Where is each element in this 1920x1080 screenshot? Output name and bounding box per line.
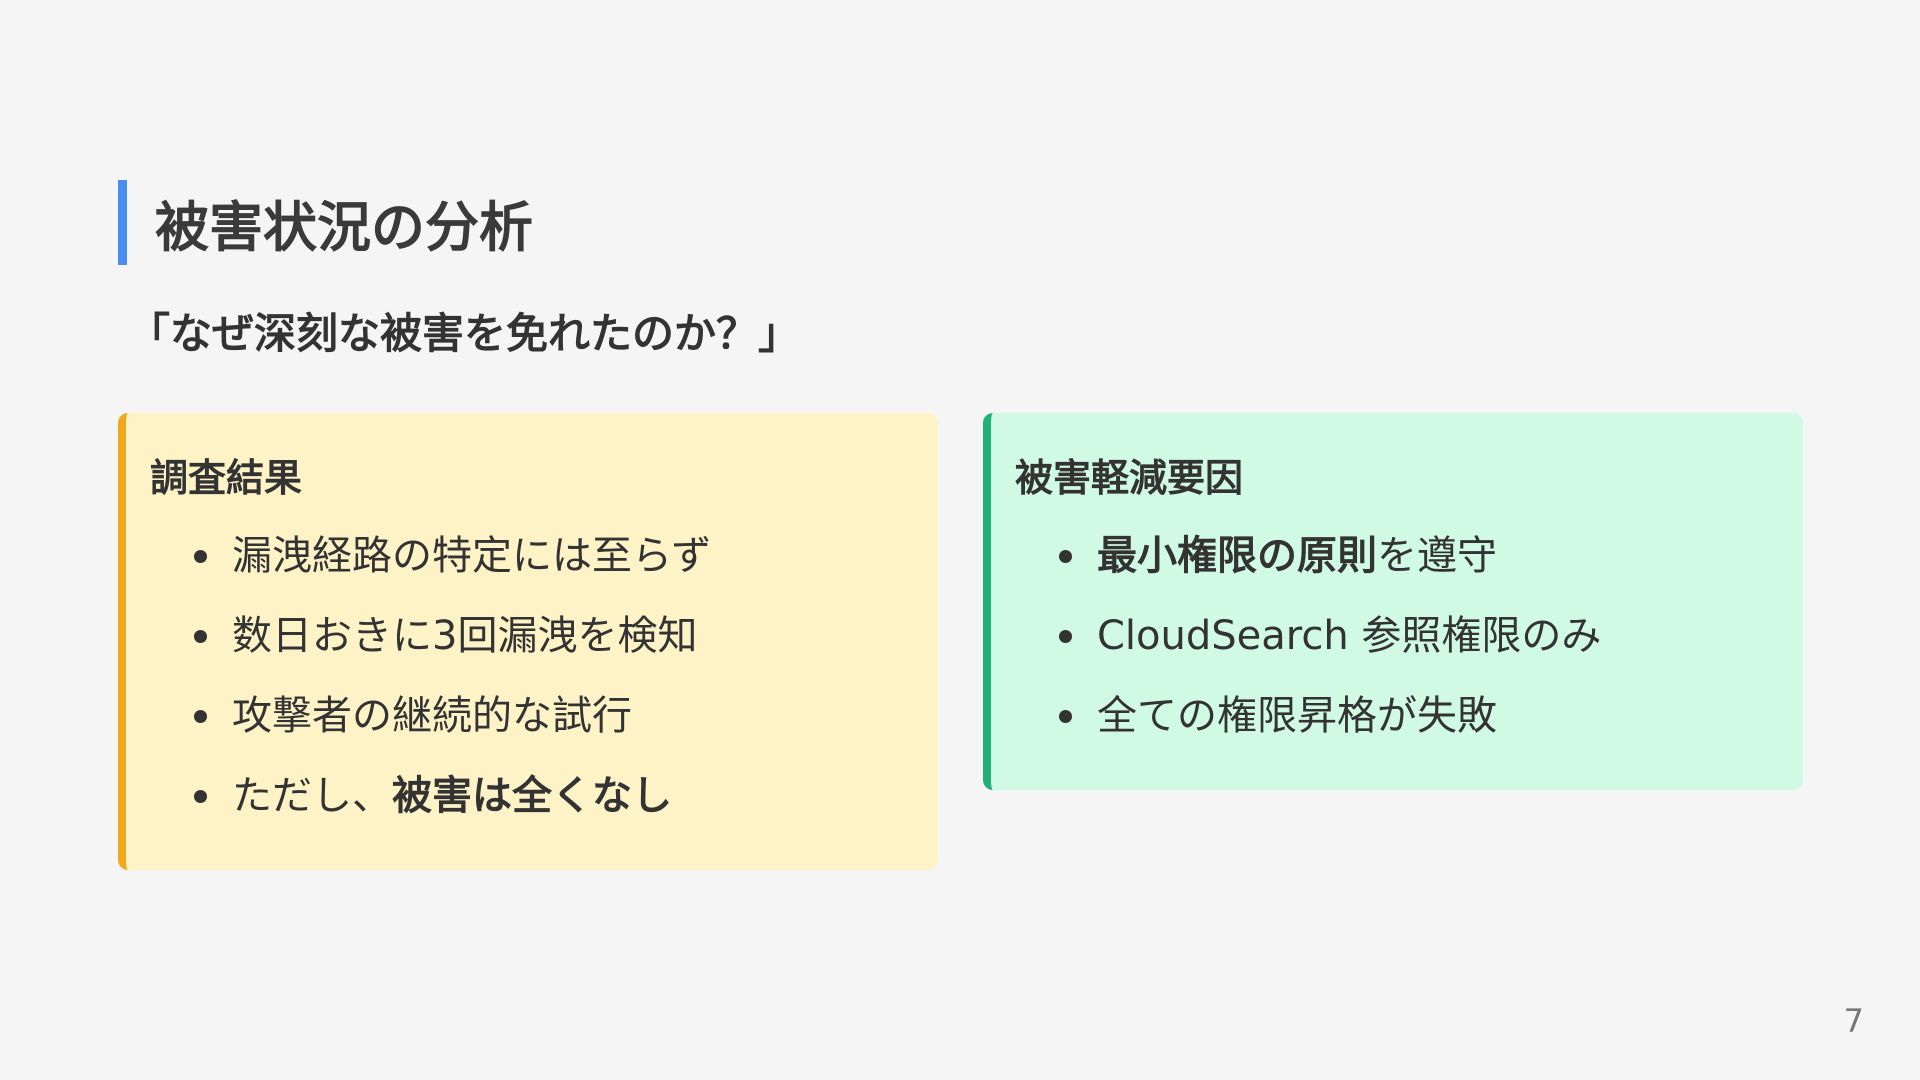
list-item: 数日おきに3回漏洩を検知 (194, 596, 914, 676)
subtitle: 「なぜ深刻な被害を免れたのか？」 (128, 309, 801, 358)
bullet-icon (194, 710, 207, 723)
title-accent-bar (118, 180, 127, 265)
page-number: 7 (1843, 1002, 1864, 1040)
list-item-text: CloudSearch 参照権限のみ (1097, 613, 1602, 659)
list-item: 全ての権限昇格が失敗 (1059, 676, 1779, 756)
bullet-icon (194, 790, 207, 803)
list-item: 最小権限の原則を遵守 (1059, 516, 1779, 596)
bullet-icon (1059, 710, 1072, 723)
list-item-text: 全ての権限昇格が失敗 (1097, 693, 1497, 739)
bullet-icon (1059, 550, 1072, 563)
list-item: ただし、被害は全くなし (194, 756, 914, 836)
list-item-text: ただし、 (232, 773, 392, 819)
page-title: 被害状況の分析 (155, 196, 533, 259)
list-item-text: 漏洩経路の特定には至らず (232, 533, 712, 579)
list-item-emphasis: 最小権限の原則 (1097, 533, 1377, 579)
card-heading: 調査結果 (150, 456, 303, 500)
list-item-emphasis: 被害は全くなし (392, 773, 672, 819)
list-item-text: 攻撃者の継続的な試行 (232, 693, 632, 739)
list-item: 攻撃者の継続的な試行 (194, 676, 914, 756)
list-item-text: 数日おきに3回漏洩を検知 (232, 613, 698, 659)
investigation-results-card: 調査結果 漏洩経路の特定には至らず 数日おきに3回漏洩を検知 攻撃者の継続的な試… (118, 413, 938, 870)
bullet-list: 最小権限の原則を遵守 CloudSearch 参照権限のみ 全ての権限昇格が失敗 (1015, 516, 1779, 756)
card-heading: 被害軽減要因 (1015, 456, 1244, 500)
list-item: 漏洩経路の特定には至らず (194, 516, 914, 596)
list-item: CloudSearch 参照権限のみ (1059, 596, 1779, 676)
bullet-list: 漏洩経路の特定には至らず 数日おきに3回漏洩を検知 攻撃者の継続的な試行 ただし… (150, 516, 914, 836)
title-bar: 被害状況の分析 (118, 180, 533, 265)
bullet-icon (1059, 630, 1072, 643)
bullet-icon (194, 630, 207, 643)
bullet-icon (194, 550, 207, 563)
list-item-text: を遵守 (1377, 533, 1497, 579)
mitigation-factors-card: 被害軽減要因 最小権限の原則を遵守 CloudSearch 参照権限のみ 全ての… (983, 413, 1803, 790)
